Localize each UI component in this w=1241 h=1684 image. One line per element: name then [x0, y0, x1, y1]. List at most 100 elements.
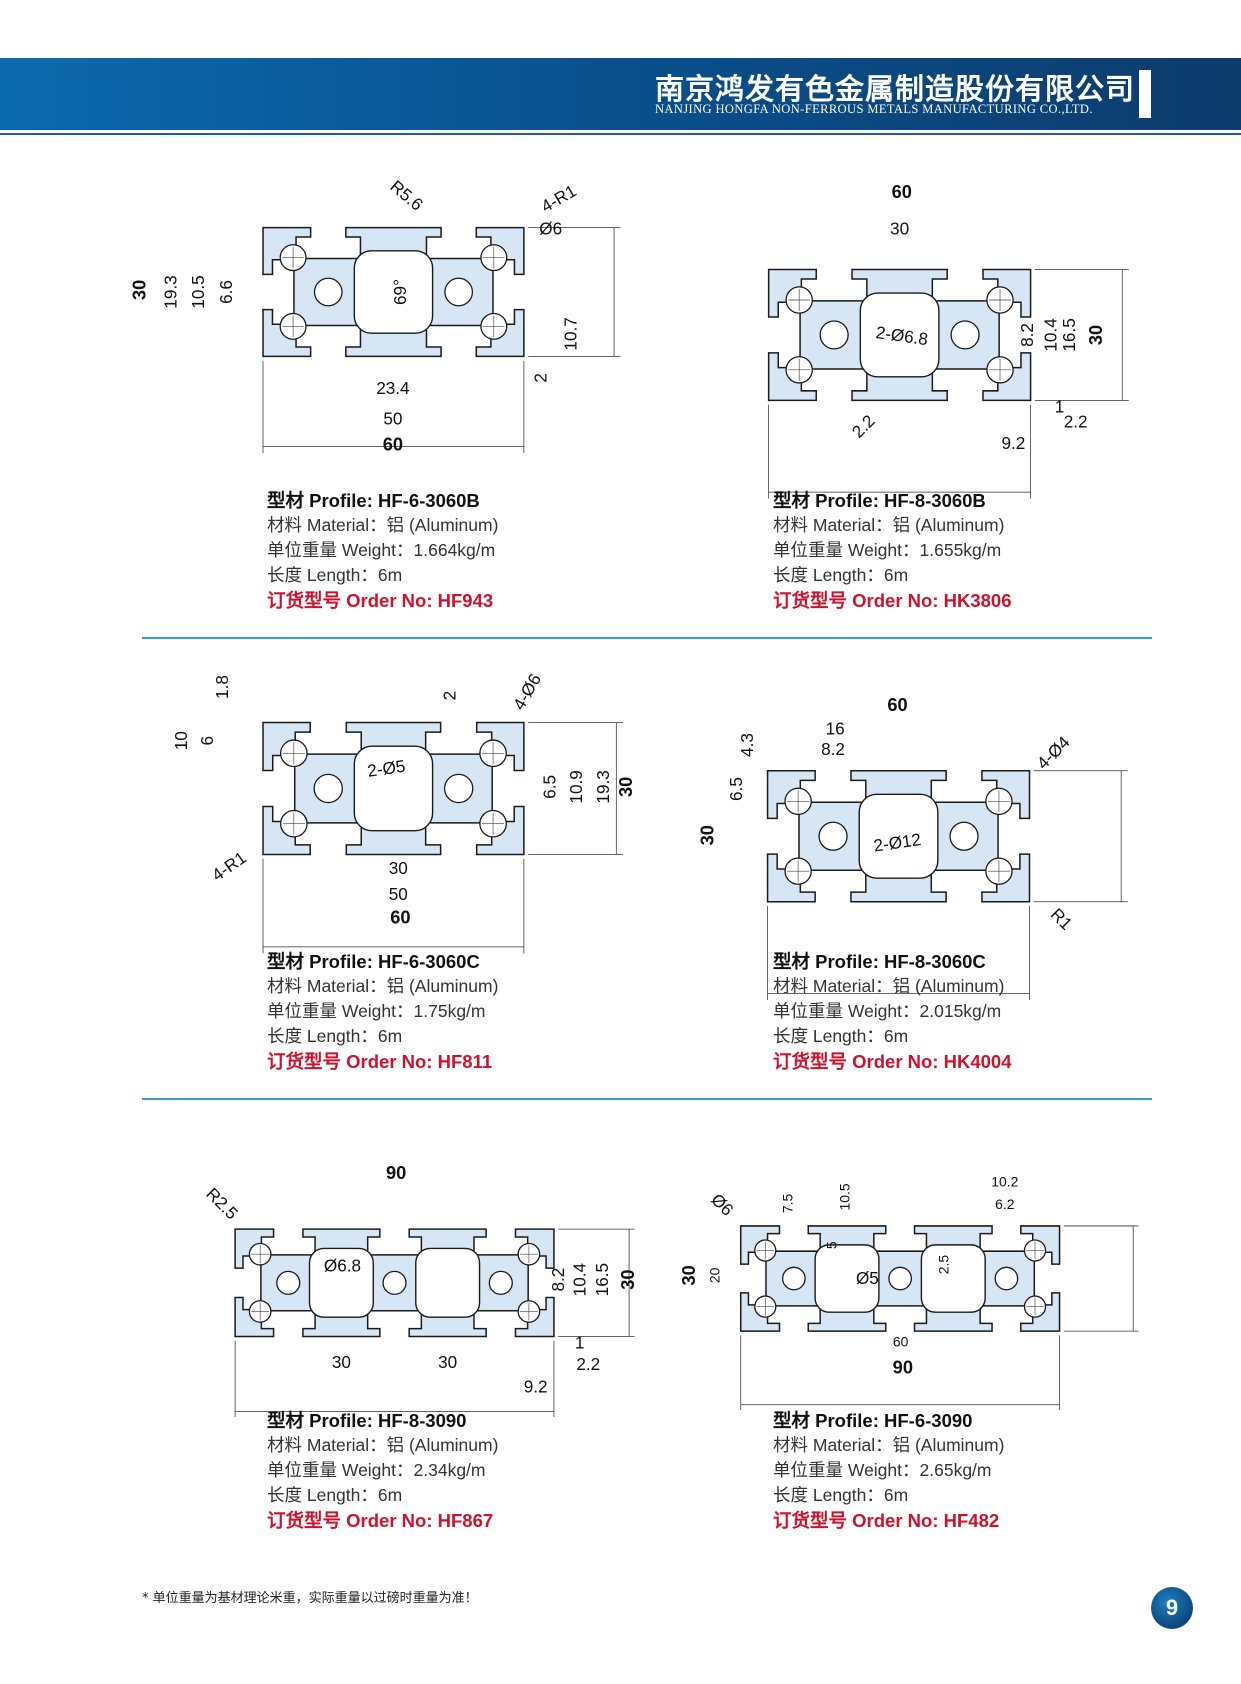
center-hole — [782, 1266, 806, 1291]
dimension-label: 6 — [197, 736, 217, 746]
profile-cavity — [859, 292, 940, 378]
dimension-label: 9.2 — [1001, 433, 1025, 453]
width-dimension-line — [740, 1335, 1060, 1411]
order-number: 订货型号 Order No: HF867 — [267, 1510, 494, 1531]
center-hole — [950, 320, 980, 350]
dimension-label: 8.2 — [1017, 323, 1037, 347]
hole-crosshair — [282, 315, 304, 338]
company-name-en: NANJING HONGFA NON-FERROUS METALS MANUFA… — [655, 102, 1093, 116]
hole-crosshair — [519, 1245, 538, 1264]
order-number: 订货型号 Order No: HK3806 — [773, 590, 1012, 611]
profile-name: 型材 Profile: HF-8-3060C — [773, 951, 986, 972]
unit-weight: 单位重量 Weight：2.34kg/m — [267, 1460, 486, 1480]
dimension-label: 1.8 — [212, 675, 232, 699]
profile-section-5 — [234, 1228, 635, 1418]
dimension-label: 6.5 — [726, 777, 746, 801]
company-name-cn: 南京鸿发有色金属制造股份有限公司 — [655, 72, 1136, 106]
hole-crosshair — [482, 742, 505, 765]
hole-crosshair — [251, 1245, 270, 1264]
dimension-label: 60 — [390, 907, 410, 928]
unit-weight: 单位重量 Weight：1.655kg/m — [773, 540, 1002, 560]
dimension-label: 50 — [383, 408, 402, 428]
hole-crosshair — [787, 860, 810, 883]
hole-crosshair — [788, 358, 811, 381]
material: 材料 Material：铝 (Aluminum) — [267, 976, 499, 996]
header-accent-bar — [1139, 70, 1151, 118]
width-dimension-line — [768, 404, 1031, 499]
dimension-label: 7.5 — [780, 1193, 796, 1213]
order-number: 订货型号 Order No: HF811 — [267, 1051, 493, 1072]
width-dimension-line — [767, 906, 1030, 1000]
dimension-label: 2.2 — [1064, 411, 1088, 431]
header-banner — [0, 58, 1241, 130]
dimension-label: 69° — [390, 279, 410, 305]
center-hole — [276, 1270, 301, 1295]
length: 长度 Length：6m — [267, 1026, 403, 1046]
dimension-label: 10.4 — [569, 1262, 589, 1296]
dimension-label: 6.6 — [216, 280, 236, 304]
hole-crosshair — [988, 860, 1010, 883]
dimension-label: 2 — [531, 373, 551, 383]
dimension-label: 16 — [826, 719, 845, 739]
hole-crosshair — [282, 742, 305, 765]
dimension-label: Ø6.8 — [324, 1255, 361, 1275]
hole-crosshair — [519, 1302, 538, 1321]
height-dimension-line — [1034, 269, 1129, 401]
profile-section-1 — [262, 226, 621, 454]
profile-name: 型材 Profile: HF-8-3060B — [773, 490, 986, 511]
material: 材料 Material：铝 (Aluminum) — [773, 976, 1005, 996]
hole-crosshair — [756, 1241, 775, 1260]
dimension-label: 10 — [171, 731, 191, 750]
order-number: 订货型号 Order No: HK4004 — [773, 1051, 1012, 1072]
dimension-label: 10.5 — [837, 1183, 853, 1210]
dimension-label: 20 — [707, 1267, 723, 1283]
order-number: 订货型号 Order No: HF482 — [773, 1510, 1000, 1531]
dimension-label: Ø5 — [856, 1268, 879, 1288]
dimension-label: 30 — [678, 1265, 699, 1285]
center-hole — [949, 821, 979, 851]
section-divider — [142, 637, 1152, 639]
material: 材料 Material：铝 (Aluminum) — [773, 515, 1005, 535]
dimension-label: R5.6 — [386, 176, 427, 215]
dimension-label: 4-R1 — [208, 847, 250, 885]
hole-crosshair — [989, 289, 1011, 311]
dimension-label: 50 — [389, 884, 408, 904]
length: 长度 Length：6m — [773, 1026, 909, 1046]
center-hole — [382, 1270, 407, 1295]
height-dimension-line — [528, 722, 623, 855]
profile-name: 型材 Profile: HF-6-3090 — [773, 1410, 973, 1431]
profile-cavity — [814, 1244, 880, 1313]
dimension-label: 1 — [1055, 396, 1065, 416]
height-dimension-line — [528, 227, 621, 357]
width-dimension-line — [234, 1340, 555, 1418]
dimension-label: 4.3 — [737, 733, 757, 757]
dimension-label: 6.5 — [539, 775, 559, 799]
profile-section-3 — [262, 721, 623, 954]
profile-cavity — [308, 1247, 374, 1318]
dimension-label: 30 — [890, 218, 909, 238]
dimension-label: 60 — [383, 433, 403, 454]
hole-crosshair — [483, 315, 505, 338]
center-hole — [313, 277, 343, 307]
dimension-label: Ø6 — [707, 1189, 737, 1219]
hole-crosshair — [989, 358, 1011, 381]
material: 材料 Material：铝 (Aluminum) — [267, 515, 499, 535]
profile-section-2 — [767, 268, 1129, 499]
hole-crosshair — [787, 790, 810, 813]
dimension-label: 8.2 — [821, 739, 845, 759]
dimension-label: 10.2 — [991, 1174, 1018, 1190]
hole-crosshair — [282, 246, 304, 269]
unit-weight: 单位重量 Weight：1.75kg/m — [267, 1001, 486, 1021]
center-hole — [313, 773, 343, 804]
dimension-label: 2.5 — [935, 1255, 951, 1275]
profile-cavity — [858, 793, 939, 879]
profile-cavity — [353, 745, 434, 832]
length: 长度 Length：6m — [267, 1485, 403, 1505]
hole-crosshair — [483, 246, 505, 269]
dimension-label: 30 — [617, 1269, 638, 1289]
height-dimension-line — [558, 1228, 635, 1337]
